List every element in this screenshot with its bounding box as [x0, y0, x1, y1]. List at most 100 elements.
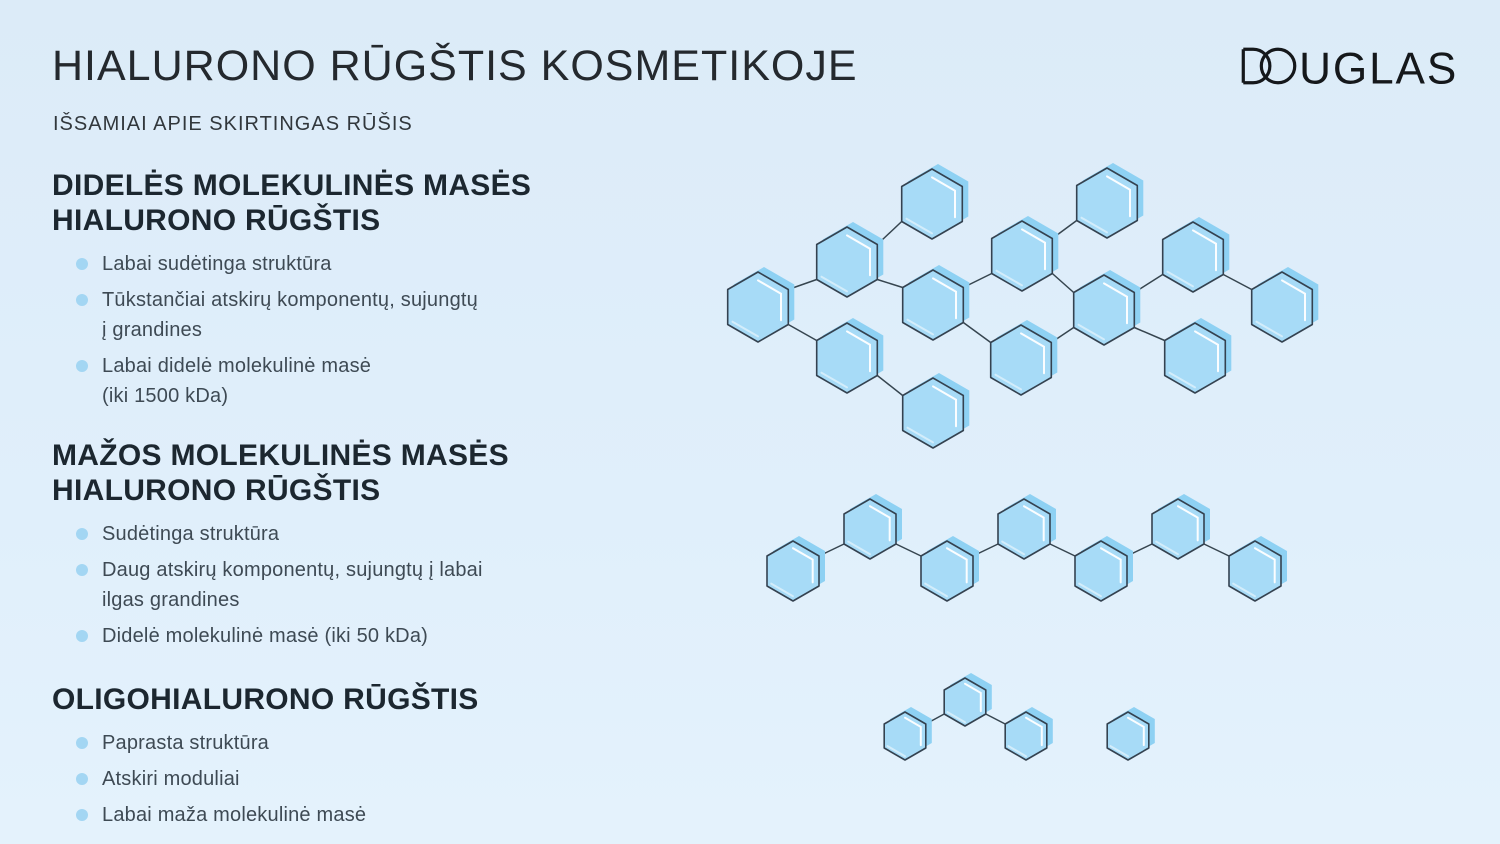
hexagon-highlight: [820, 275, 848, 293]
hexagon-highlight: [1080, 216, 1108, 234]
bond-line: [876, 220, 903, 246]
bullet-dot-icon: [76, 737, 88, 750]
hexagon-echo: [1113, 707, 1155, 755]
bond-line: [1203, 543, 1230, 557]
bullet-text: Sudėtinga struktūra: [102, 523, 280, 546]
hexagon-echo: [907, 164, 969, 234]
bullet-text: Paprasta struktūra: [102, 732, 270, 755]
hexagon: [1161, 221, 1225, 293]
hexagon-highlight: [906, 426, 934, 444]
hexagon-highlight: [1077, 323, 1105, 341]
bond-line: [895, 543, 922, 557]
logo-letter-d: [1241, 47, 1272, 85]
bullet-text: Labai didelė molekulinė masė(iki 1500 kD…: [102, 355, 372, 408]
section-oligo: OLIGOHIALURONO RŪGŠTIS Paprasta struktūr…: [52, 682, 604, 838]
section-hmw-heading: DIDELĖS MOLEKULINĖS MASĖS HIALURONO RŪGŠ…: [52, 169, 532, 238]
hexagon-highlight: [846, 330, 871, 373]
hexagon: [901, 377, 965, 449]
hexagon-echo: [1235, 536, 1287, 596]
hexagon-highlight: [1281, 279, 1306, 322]
list-item: Paprasta struktūra: [76, 730, 604, 757]
hexagon: [1072, 274, 1136, 346]
bullet-dot-icon: [76, 294, 88, 307]
section-hmw: DIDELĖS MOLEKULINĖS MASĖS HIALURONO RŪGŠ…: [52, 168, 604, 419]
hexagon-highlight: [994, 373, 1022, 391]
hexagon-highlight: [1155, 540, 1179, 556]
hexagon-echo: [1081, 536, 1133, 596]
bullet-text: Daug atskirų komponentų, sujungtų į laba…: [102, 559, 483, 612]
hexagon: [1004, 711, 1048, 761]
page-subtitle: IŠSAMIAI APIE SKIRTINGAS RŪŠIS: [53, 113, 413, 135]
hexagon: [815, 322, 879, 394]
hexagon-highlight: [1023, 505, 1045, 542]
hexagon-highlight: [904, 716, 922, 747]
bond-line: [787, 323, 818, 342]
hexagon-highlight: [1106, 175, 1131, 218]
hexagon-echo: [733, 267, 795, 337]
hexagon-echo: [773, 536, 825, 596]
list-item: Didelė molekulinė masė (iki 50 kDa): [76, 623, 604, 650]
hexagon-echo: [996, 320, 1058, 390]
hexagon-highlight: [1232, 582, 1256, 598]
hexagon-highlight: [820, 371, 848, 389]
hexagon: [726, 271, 790, 343]
hexagon-highlight: [846, 234, 871, 277]
bond-line: [1051, 219, 1078, 240]
hexagon-highlight: [731, 320, 759, 338]
hexagon-echo: [1170, 318, 1232, 388]
bond-line: [876, 374, 904, 397]
hexagon-echo: [1257, 267, 1319, 337]
hexagon-highlight: [1177, 505, 1199, 542]
hexagon-highlight: [1194, 330, 1219, 373]
hexagon-highlight: [1255, 320, 1283, 338]
hexagon-echo: [1004, 494, 1056, 554]
hexagon-highlight: [1109, 745, 1129, 758]
bond-line: [1222, 273, 1253, 291]
bullet-dot-icon: [76, 528, 88, 541]
section-oligo-heading: OLIGOHIALURONO RŪGŠTIS: [52, 683, 479, 716]
bullet-dot-icon: [76, 258, 88, 271]
bond-line: [818, 543, 845, 557]
hexagon: [990, 220, 1054, 292]
bond-line: [877, 278, 903, 289]
bullet-dot-icon: [76, 773, 88, 786]
hexagon-highlight: [1168, 371, 1196, 389]
logo-letter-o: [1259, 47, 1297, 85]
hexagon-highlight: [924, 582, 948, 598]
hexagon: [843, 498, 897, 560]
douglas-logo: UGLAS: [1240, 46, 1456, 86]
hexagon-echo: [927, 536, 979, 596]
hexagon-highlight: [1025, 716, 1043, 747]
hexagon-highlight: [792, 547, 814, 584]
bond-line: [1133, 273, 1164, 294]
bond-line: [1049, 543, 1076, 557]
hexagon-highlight: [1001, 540, 1025, 556]
hexagon-echo: [997, 216, 1059, 286]
page-title: HIALURONO RŪGŠTIS KOSMETIKOJE: [52, 42, 858, 90]
list-item: Sudėtinga struktūra: [76, 521, 604, 548]
hexagon-highlight: [1166, 270, 1194, 288]
list-item: Labai maža molekulinė masė: [76, 802, 604, 829]
hexagon-highlight: [932, 385, 957, 428]
bond-line: [1134, 326, 1165, 342]
list-item: Labai didelė molekulinė masė(iki 1500 kD…: [76, 353, 604, 410]
section-lmw: MAŽOS MOLEKULINĖS MASĖS HIALURONO RŪGŠTI…: [52, 438, 604, 659]
hexagon: [1074, 540, 1128, 602]
hexagon-echo: [908, 265, 970, 335]
hexagon-echo: [950, 673, 992, 721]
hexagon-highlight: [946, 711, 966, 724]
hexagon: [1228, 540, 1282, 602]
hexagon-echo: [822, 318, 884, 388]
section-lmw-heading: MAŽOS MOLEKULINĖS MASĖS HIALURONO RŪGŠTI…: [52, 439, 509, 508]
bond-line: [962, 321, 992, 344]
hmw-molecule-network: [726, 163, 1319, 449]
hexagon-echo: [850, 494, 902, 554]
hexagon-highlight: [1127, 716, 1145, 747]
oligo-molecules: [883, 673, 1155, 761]
hexagon-echo: [822, 222, 884, 292]
hexagon-highlight: [964, 682, 982, 713]
